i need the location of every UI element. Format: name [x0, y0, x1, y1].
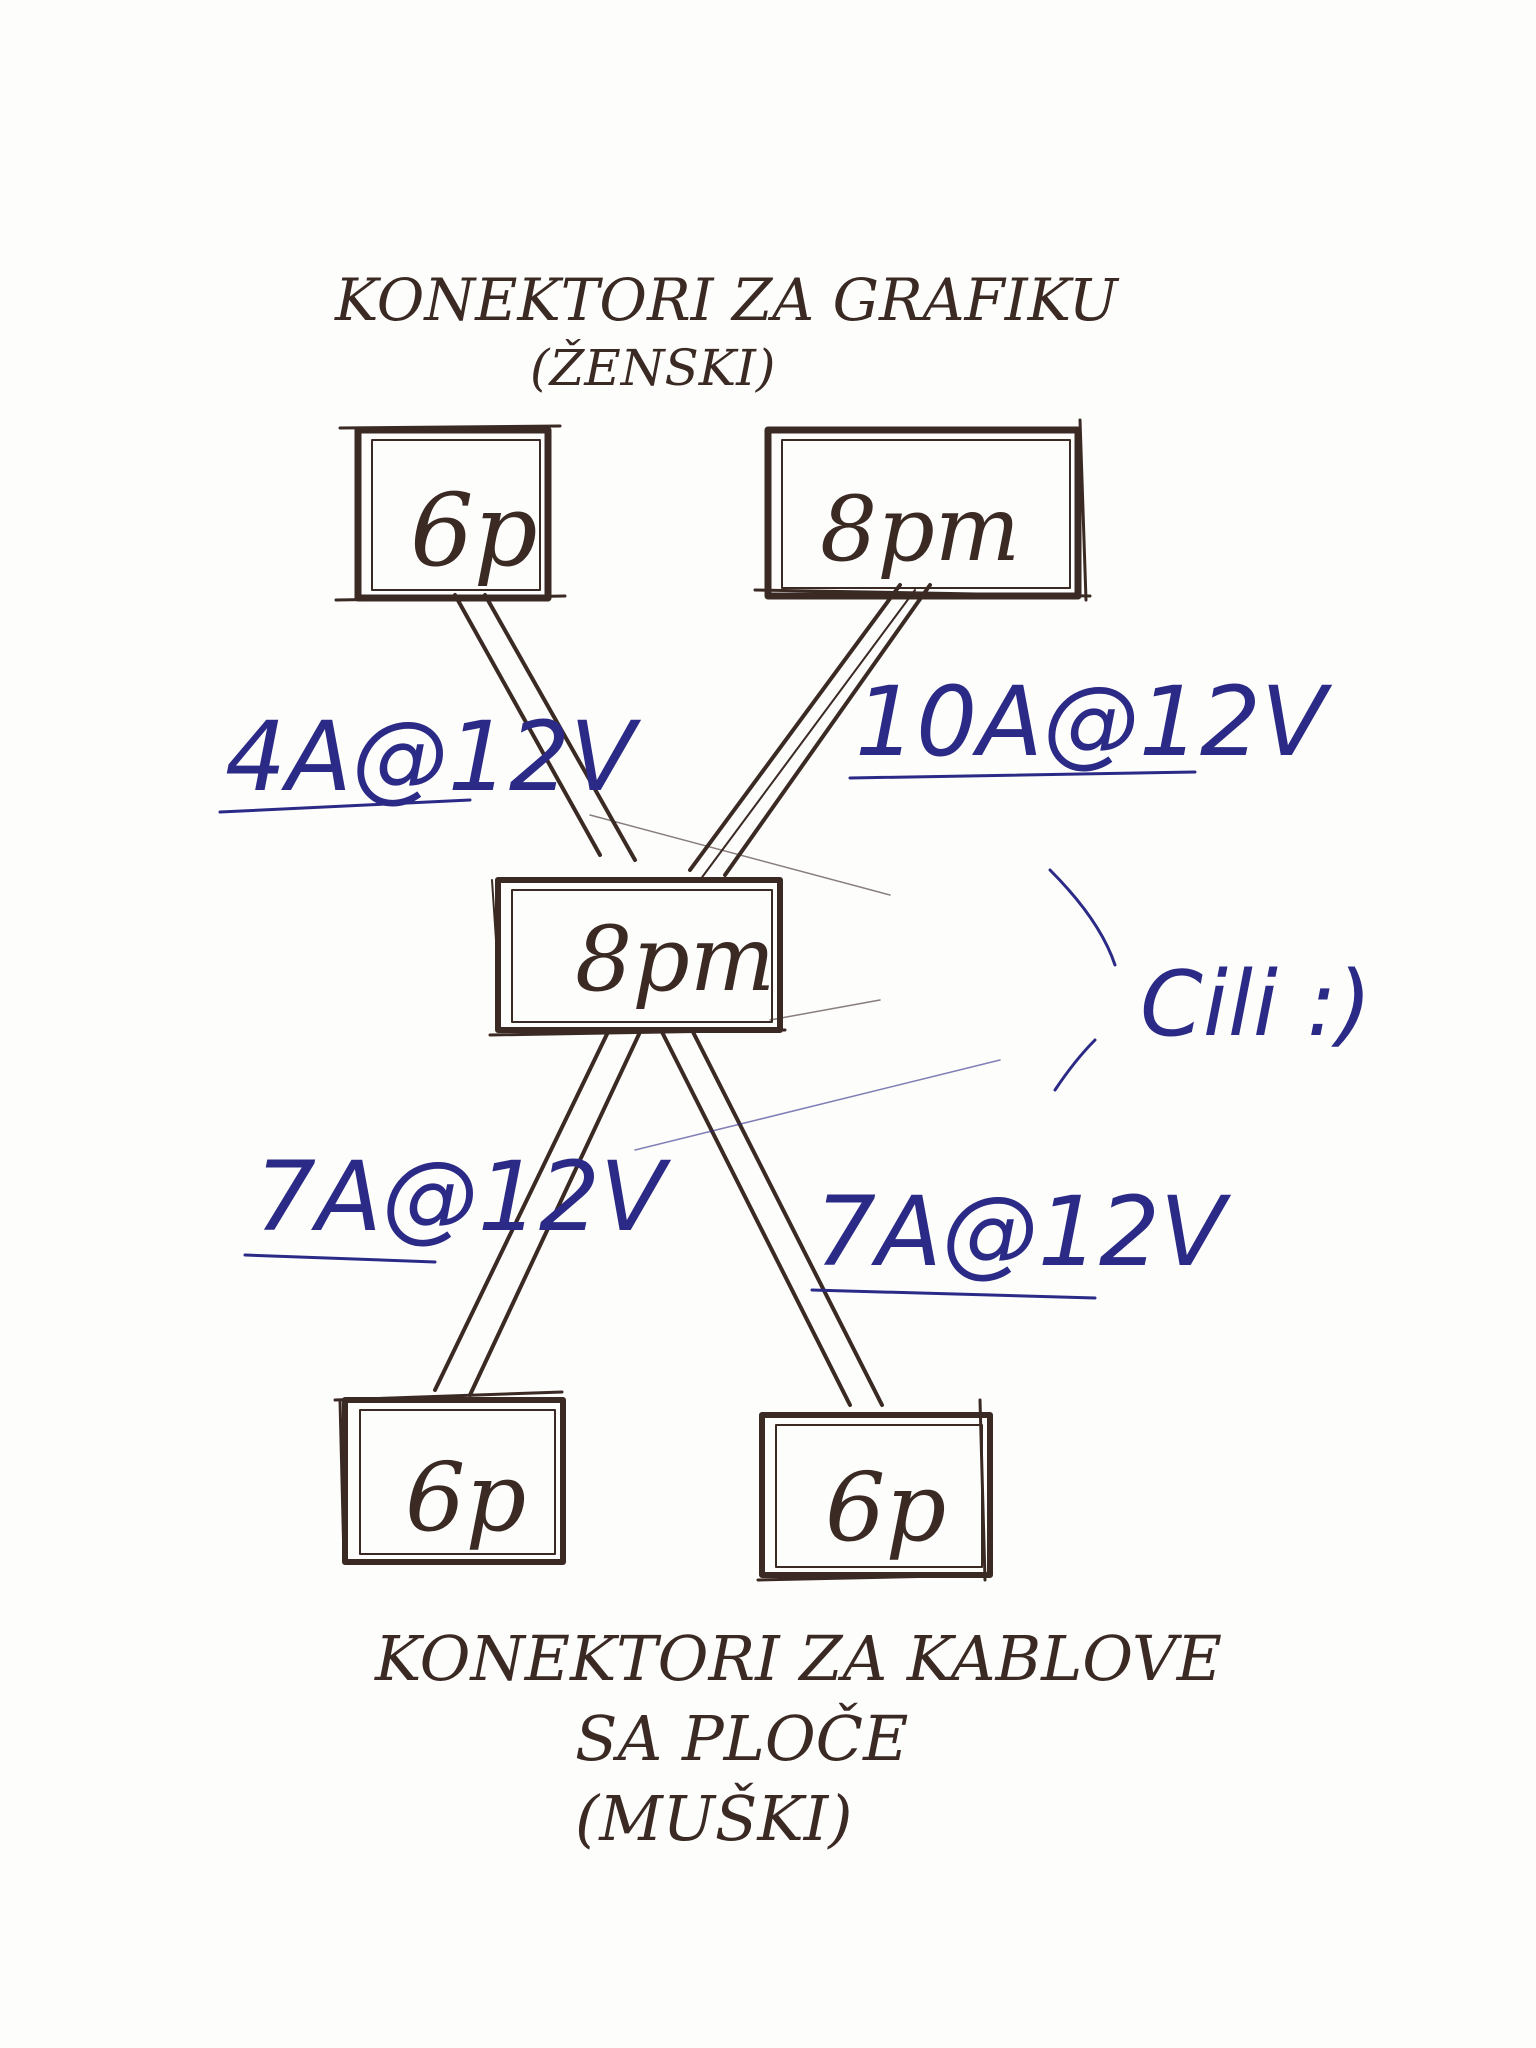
rating-bottom-right-label: 7A@12V [815, 1176, 1232, 1288]
heading-bottom-line1: KONEKTORI ZA KABLOVE [374, 1622, 1222, 1695]
cable-bottom-left [433, 1030, 642, 1397]
connector-label-bottom-right: 6p [825, 1453, 946, 1563]
heading-bottom-line3: (MUŠKI) [575, 1782, 852, 1855]
rating-bottom-right: 7A@12V [810, 1176, 1232, 1300]
rating-bottom-left-label: 7A@12V [255, 1141, 672, 1253]
cable-top-left [453, 593, 637, 862]
connector-label-bottom-left: 6p [405, 1443, 526, 1553]
sketch-stroke [769, 999, 881, 1021]
brace-mark [1048, 868, 1117, 967]
heading-top-line1: KONEKTORI ZA GRAFIKU [334, 266, 1120, 334]
heading-bottom-line2: SA PLOČE [575, 1702, 908, 1775]
rating-top-left-label: 4A@12V [225, 701, 642, 813]
connector-label-top-left: 6p [410, 472, 538, 589]
rating-top-right: 10A@12V [848, 666, 1333, 780]
connector-box-bottom-left: 6p [333, 1390, 566, 1565]
sketch-stroke [589, 814, 891, 896]
rating-bottom-left: 7A@12V [243, 1141, 672, 1264]
brace-mark [1053, 1038, 1097, 1092]
cable-bottom-right [660, 1028, 884, 1407]
connector-box-center: 8pm [488, 877, 787, 1037]
heading-top-line2: (ŽENSKI) [530, 338, 775, 397]
sketch-stroke [634, 1059, 1001, 1151]
note-label: Cili :) [1140, 952, 1372, 1057]
rating-top-left: 4A@12V [218, 701, 642, 814]
connector-box-top-left: 6p [334, 424, 567, 602]
connector-box-top-right: 8pm [753, 418, 1092, 602]
rating-top-right-label: 10A@12V [855, 666, 1333, 778]
connector-label-top-right: 8pm [820, 477, 1020, 582]
connector-box-bottom-right: 6p [756, 1398, 993, 1582]
connector-label-center: 8pm [575, 907, 775, 1012]
cable-top-right [688, 583, 932, 881]
